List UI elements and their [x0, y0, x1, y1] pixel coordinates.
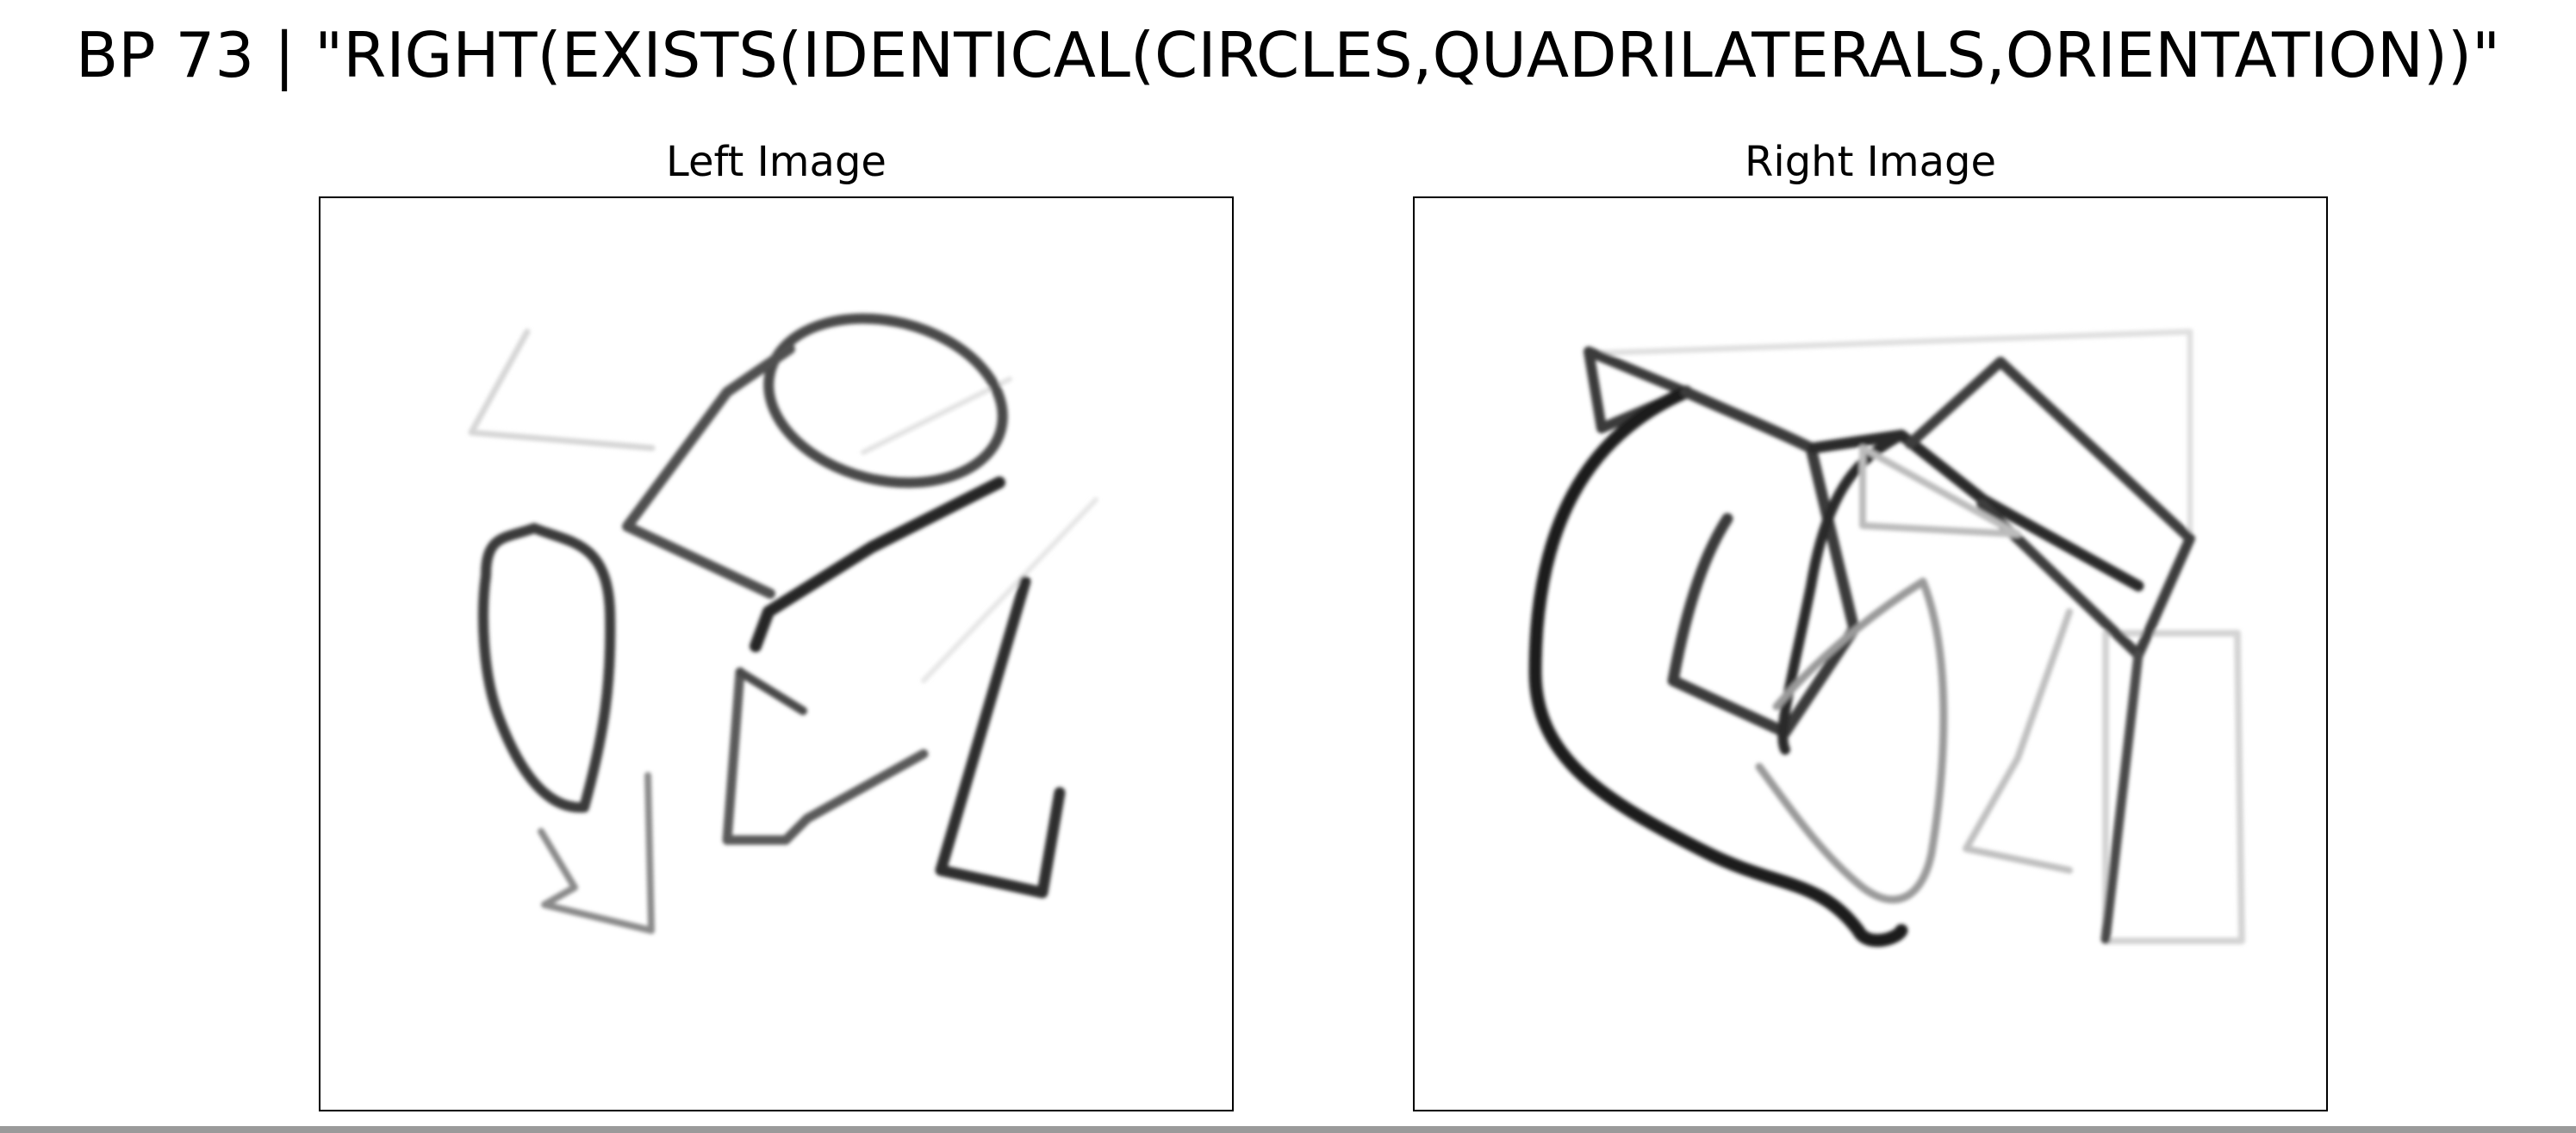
curved-outline	[1755, 577, 1948, 904]
left-image-title: Left Image	[666, 138, 887, 186]
right-image-sketch	[1528, 328, 2245, 948]
right-image-title: Right Image	[1745, 138, 1996, 186]
quadrilateral-outline	[1808, 429, 2144, 592]
faint-line-outline	[921, 497, 1098, 683]
quadrilateral-outline	[722, 667, 929, 845]
quadrilateral-outline	[1667, 386, 1860, 738]
faint-quadrilateral-outline	[2102, 630, 2245, 944]
quadrilateral-outline	[622, 344, 795, 599]
quadrilateral-outline	[750, 476, 1005, 652]
quadrilateral-outline	[1905, 357, 2195, 660]
ellipse-outline	[763, 313, 1008, 489]
left-image-frame	[319, 196, 1234, 1111]
oval-outline	[477, 523, 616, 813]
bottom-axis-strip	[0, 1126, 2576, 1133]
line-outline	[736, 668, 807, 715]
quadrilateral-outline	[2100, 650, 2144, 944]
quadrilateral-outline	[538, 772, 655, 934]
left-image-sketch	[468, 313, 1098, 934]
triangle-outline	[1859, 445, 2021, 538]
quadrilateral-outline	[1963, 608, 2073, 874]
faint-triangle-outline	[1592, 328, 2193, 538]
faint-triangle-outline	[468, 328, 656, 451]
right-image-frame	[1413, 196, 2328, 1111]
circle-outline	[1528, 385, 1908, 948]
figure-title: BP 73 | "RIGHT(EXISTS(IDENTICAL(CIRCLES,…	[75, 19, 2501, 91]
faint-line-outline	[861, 377, 1012, 455]
quadrilateral-outline	[1777, 430, 1907, 755]
quadrilateral-outline	[935, 576, 1066, 899]
